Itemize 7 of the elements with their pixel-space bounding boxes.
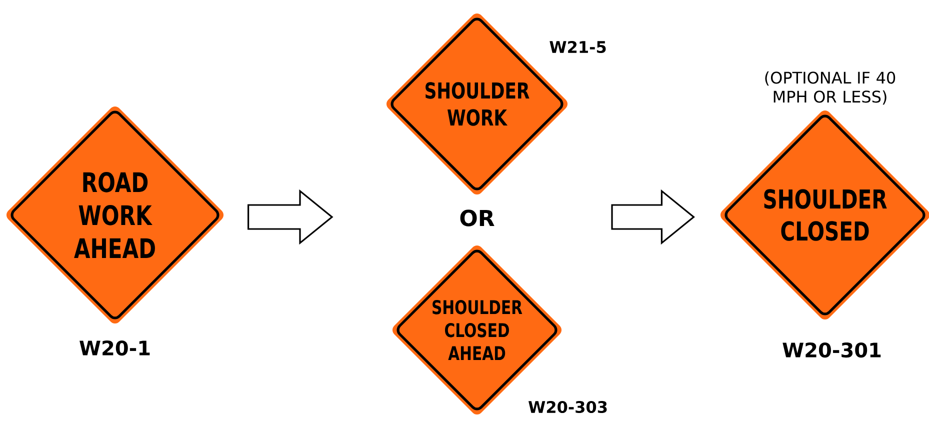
block-arrow	[248, 189, 334, 245]
sign-code: W20-303	[528, 400, 607, 414]
or-label: OR	[460, 210, 494, 226]
sign-code: W20-301	[782, 342, 881, 358]
sign-code: (OPTIONAL IF 40 MPH OR LESS)	[765, 71, 896, 105]
block-arrow	[611, 189, 695, 245]
sign-code: W20-1	[80, 340, 150, 356]
